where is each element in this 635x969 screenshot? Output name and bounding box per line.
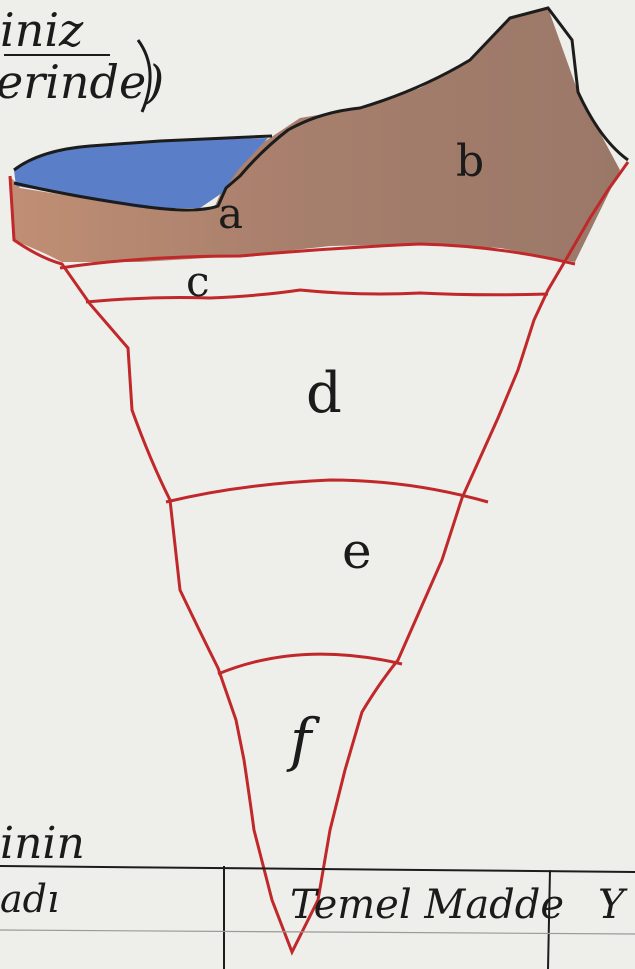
header-fragment-line2: erinde) bbox=[0, 55, 164, 109]
header-fragment-line1: iniz bbox=[0, 3, 84, 57]
label-a: a bbox=[218, 189, 243, 238]
footer-col1: adı bbox=[0, 877, 59, 921]
footer-fragment-line1: inin bbox=[0, 818, 85, 869]
label-c: c bbox=[186, 257, 210, 306]
label-e: e bbox=[342, 522, 372, 580]
footer-col3: Y bbox=[598, 882, 628, 928]
footer-col2: Temel Madde bbox=[290, 882, 564, 928]
label-b: b bbox=[456, 136, 484, 187]
label-d: d bbox=[306, 361, 342, 426]
